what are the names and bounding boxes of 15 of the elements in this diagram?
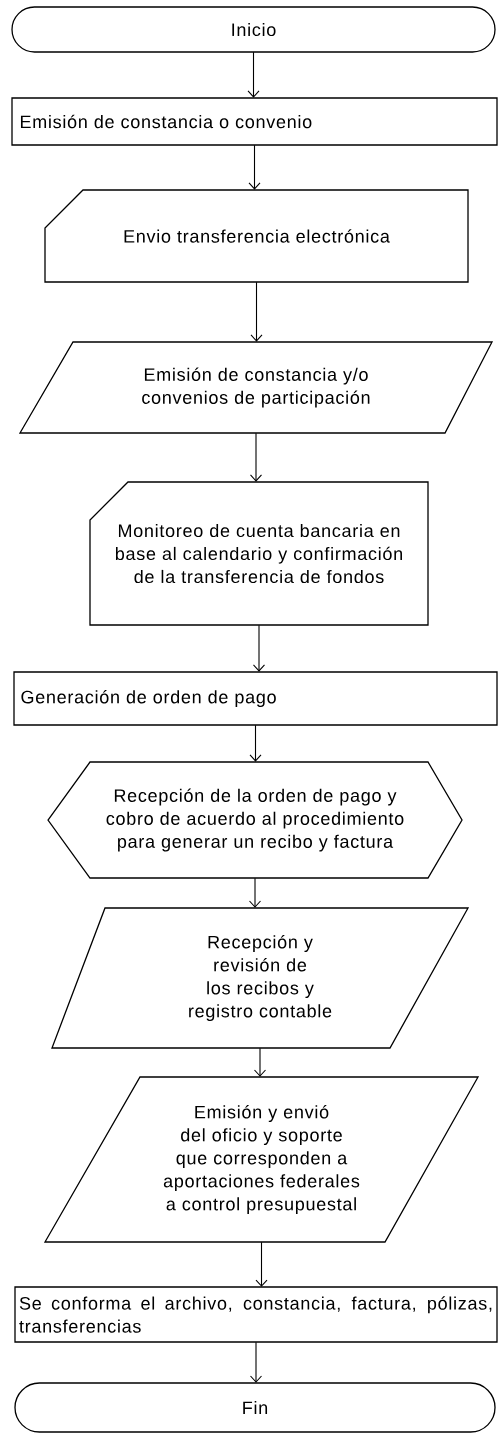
data-parallelogram: Recepción y revisión de los recibos y registro contable [51, 907, 470, 1049]
process-box: Se conforma el archivo, constancia, factura, pólizas, transferencias [14, 1286, 498, 1343]
arrow [253, 1047, 267, 1077]
arrow [248, 877, 262, 908]
arrow [247, 51, 260, 98]
arrow [255, 1241, 268, 1287]
arrow [249, 1341, 263, 1383]
arrow [248, 144, 261, 190]
arrow [250, 281, 263, 342]
arrow [252, 624, 266, 672]
preparation-hexagon: Recepción de la orden de pago y cobro de acuerdo al procedimiento para generar un recibo y factura [47, 761, 463, 879]
arrow [249, 724, 262, 762]
process-box: Emisión de constancia o convenio [11, 97, 498, 146]
process-box: Generación de orden de pago [13, 671, 498, 726]
arrow [249, 432, 263, 482]
